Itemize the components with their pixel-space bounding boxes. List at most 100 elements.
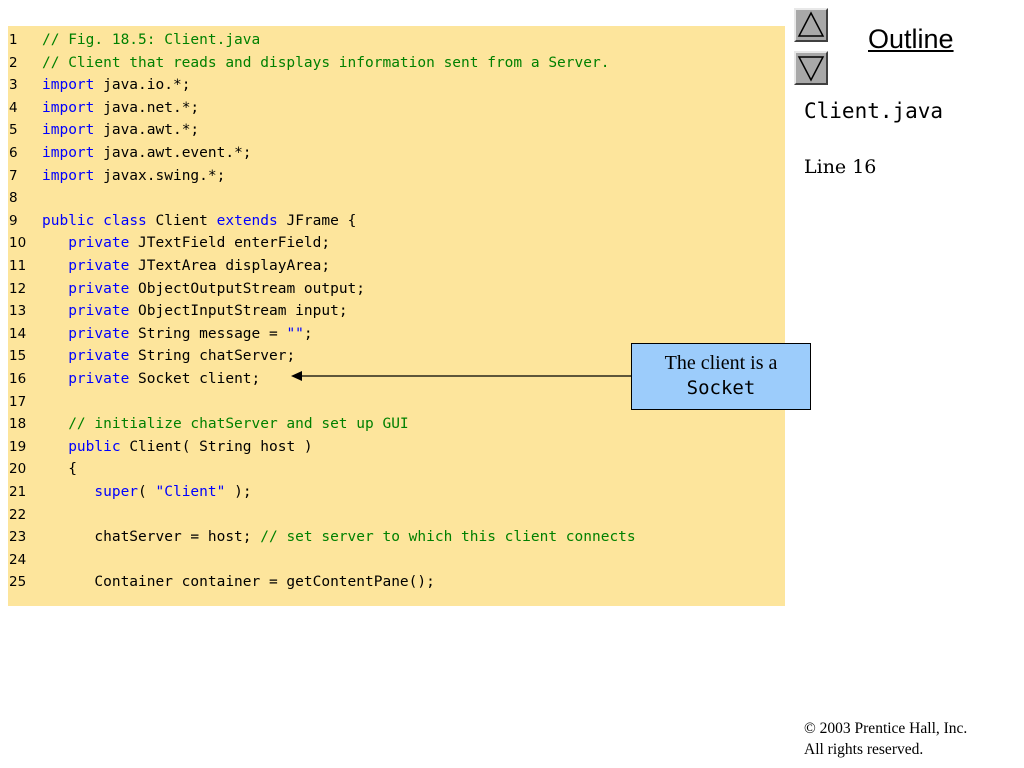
line-number: 1 [9, 32, 18, 48]
code-token [42, 439, 68, 455]
code-token [42, 484, 94, 500]
code-token: Client [146, 212, 217, 229]
next-slide-button[interactable] [794, 51, 828, 85]
line-number: 14 [9, 325, 27, 342]
line-number: 2 [9, 54, 18, 71]
code-token: java.io.*; [94, 77, 191, 94]
code-token: class [103, 212, 147, 229]
line-number: 12 [9, 280, 27, 297]
code-token: private [68, 371, 130, 387]
code-token: private [68, 280, 130, 297]
code-token: ); [225, 484, 252, 500]
line-number: 7 [9, 167, 18, 184]
line-number: 19 [9, 438, 27, 455]
code-text: import java.awt.*; [42, 119, 199, 141]
code-token: java.net.*; [94, 99, 200, 116]
code-token: JFrame { [277, 212, 357, 229]
code-token: chatServer = host; [42, 529, 261, 546]
copyright-line: © 2003 Prentice Hall, Inc. [804, 720, 968, 737]
code-token: ObjectInputStream input; [129, 303, 348, 320]
line-number: 15 [9, 348, 27, 365]
code-token: public [42, 212, 95, 229]
line-number: 25 [9, 574, 27, 591]
code-token: import [42, 77, 95, 94]
code-token: // Client that reads and displays inform… [42, 54, 610, 71]
code-text: private String chatServer; [42, 345, 295, 367]
line-number: 21 [9, 484, 27, 500]
code-token [94, 213, 103, 229]
code-token: String chatServer; [129, 348, 296, 365]
code-text: private ObjectOutputStream output; [42, 278, 365, 300]
code-token: "" [286, 325, 304, 342]
line-number: 6 [9, 145, 18, 161]
code-text: Container container = getContentPane(); [42, 571, 434, 593]
code-text: import java.net.*; [42, 97, 199, 119]
code-text: import java.io.*; [42, 74, 190, 96]
code-text: public class Client extends JFrame { [42, 210, 356, 232]
code-token: // initialize chatServer and set up GUI [42, 416, 409, 433]
code-token [42, 326, 68, 342]
file-name: Client.java [804, 99, 944, 123]
code-token: import [42, 122, 95, 139]
code-text: import javax.swing.*; [42, 165, 225, 187]
code-text: // Fig. 18.5: Client.java [42, 29, 260, 51]
code-token: java.awt.event.*; [94, 145, 252, 161]
line-number: 11 [9, 258, 27, 274]
line-number: 3 [9, 77, 18, 94]
code-text: private Socket client; [42, 368, 260, 390]
line-number: 17 [9, 393, 27, 410]
code-text: private String message = ""; [42, 323, 313, 345]
code-token: import [42, 99, 95, 116]
code-token: java.awt.*; [94, 122, 200, 139]
code-text: private ObjectInputStream input; [42, 300, 348, 322]
line-number: 22 [9, 506, 27, 523]
line-number: 5 [9, 122, 18, 139]
callout-code-term: Socket [686, 377, 756, 399]
triangle-up-icon [797, 11, 825, 37]
line-number: 9 [9, 212, 18, 229]
code-text: public Client( String host ) [42, 436, 312, 458]
rights-line: All rights reserved. [804, 741, 924, 758]
code-token [42, 258, 68, 274]
code-token: String message = [129, 325, 287, 342]
previous-slide-button[interactable] [794, 8, 828, 42]
code-text: private JTextField enterField; [42, 232, 330, 254]
code-token: Socket client; [129, 371, 261, 387]
code-token: private [68, 303, 130, 320]
code-token: ; [303, 325, 313, 342]
code-text: { [42, 458, 77, 480]
line-number: 20 [9, 461, 27, 478]
code-token: JTextArea displayArea; [129, 258, 331, 274]
line-number: 4 [9, 99, 18, 116]
code-token [42, 348, 68, 364]
line-number: 8 [9, 190, 18, 207]
code-token: import [42, 167, 95, 184]
code-token: private [68, 348, 130, 365]
line-number: 24 [9, 551, 27, 568]
code-token: extends [216, 212, 278, 229]
code-token: private [68, 325, 130, 342]
code-token: "Client" [155, 484, 226, 500]
code-token: // Fig. 18.5: Client.java [42, 32, 261, 48]
code-token: import [42, 145, 95, 161]
code-token: private [68, 235, 130, 252]
line-number: 13 [9, 303, 27, 320]
line-number: 10 [9, 235, 27, 252]
code-text: // initialize chatServer and set up GUI [42, 413, 409, 435]
code-token: javax.swing.*; [94, 167, 226, 184]
code-token [42, 303, 68, 319]
code-token: JTextField enterField; [129, 235, 331, 252]
callout-text: The client is a [664, 352, 778, 374]
copyright-notice: © 2003 Prentice Hall, Inc. All rights re… [804, 718, 967, 760]
code-token: private [68, 258, 130, 274]
code-text: private JTextArea displayArea; [42, 255, 330, 277]
code-token [42, 281, 68, 297]
code-text: super( "Client" ); [42, 481, 252, 503]
code-text: chatServer = host; // set server to whic… [42, 526, 636, 548]
code-token: // set server to which this client conne… [260, 529, 636, 546]
code-token: public [68, 438, 121, 455]
code-token: { [42, 461, 77, 478]
code-token: ( [138, 484, 156, 500]
outline-link[interactable]: Outline [868, 24, 954, 54]
code-token: super [94, 484, 139, 500]
